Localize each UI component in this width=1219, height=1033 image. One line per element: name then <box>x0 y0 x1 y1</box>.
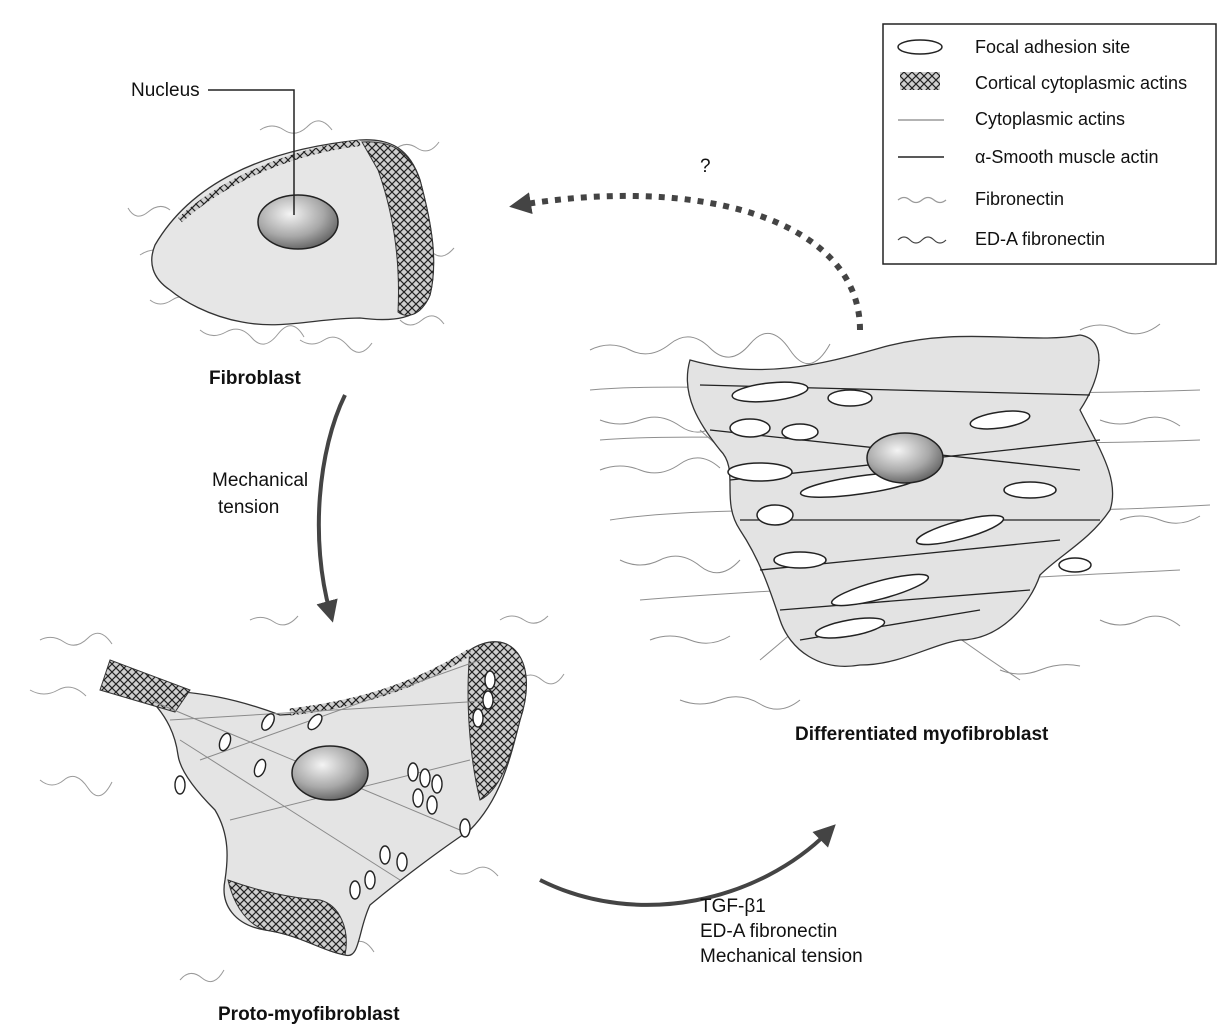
differentiation-arrow <box>540 832 828 905</box>
mechanical-tension-arrow <box>319 395 345 612</box>
nucleus-label: Nucleus <box>131 80 200 101</box>
legend-label-cytoplasmic-actin: Cytoplasmic actins <box>975 109 1125 129</box>
mechanical-tension-label-line2: tension <box>218 497 279 518</box>
proto-myofibroblast-cell <box>30 616 564 982</box>
proto-myofibroblast-label: Proto-myofibroblast <box>218 1004 400 1025</box>
legend: Focal adhesion site Cortical cytoplasmic… <box>883 24 1216 264</box>
proto-nucleus <box>292 746 368 800</box>
legend-label-cortical-actin: Cortical cytoplasmic actins <box>975 73 1187 93</box>
fibroblast-nucleus <box>258 195 338 249</box>
differentiated-body <box>687 335 1112 666</box>
legend-box <box>883 24 1216 264</box>
stimulus-eda-label: ED-A fibronectin <box>700 921 837 942</box>
fibroblast-label: Fibroblast <box>209 368 302 389</box>
legend-label-focal-adhesion: Focal adhesion site <box>975 37 1130 57</box>
legend-label-ed-a-fibronectin: ED-A fibronectin <box>975 229 1105 249</box>
stimulus-tgf-label: TGF-β1 <box>700 896 766 917</box>
mechanical-tension-label-line1: Mechanical <box>212 470 308 491</box>
stimulus-tension-label: Mechanical tension <box>700 946 863 967</box>
dedifferentiation-arrow <box>520 196 860 330</box>
cortical-actin-icon <box>900 72 940 90</box>
question-mark-label: ? <box>700 156 711 177</box>
differentiated-myofibroblast-label: Differentiated myofibroblast <box>795 724 1049 745</box>
legend-label-smooth-muscle-actin: α-Smooth muscle actin <box>975 147 1158 167</box>
differentiated-nucleus <box>867 433 943 483</box>
proto-cortical-actin-left <box>100 660 190 712</box>
fibroblast-cell <box>128 90 454 352</box>
focal-adhesion-icon <box>898 40 942 54</box>
legend-label-fibronectin: Fibronectin <box>975 189 1064 209</box>
differentiated-myofibroblast-cell <box>590 324 1210 709</box>
